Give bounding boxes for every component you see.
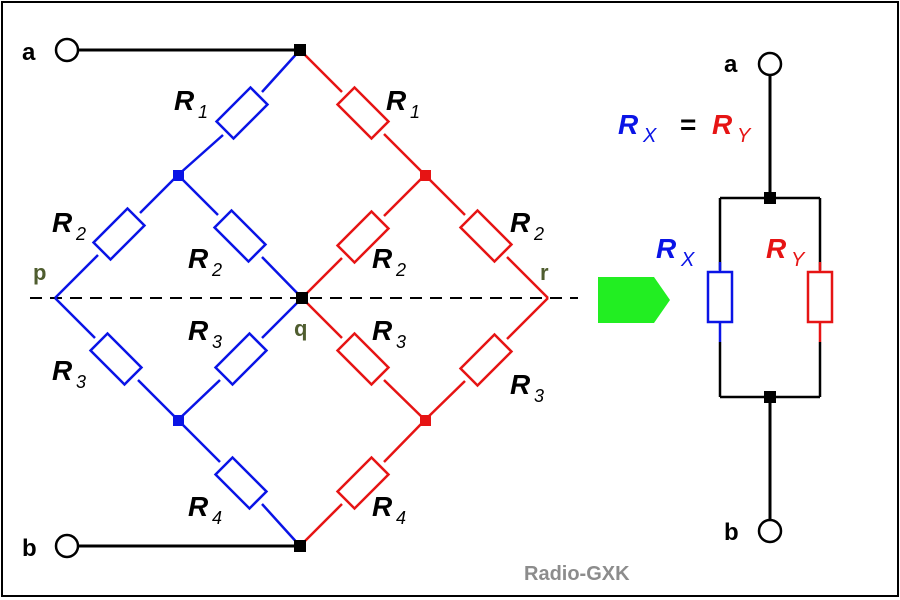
red-resistor-r2-outer	[458, 208, 514, 264]
equation-rhs-sub: Y	[737, 125, 752, 147]
node-p-label: p	[33, 260, 46, 285]
rx-resistor	[706, 270, 734, 324]
svg-text:R: R	[510, 207, 531, 238]
svg-text:R: R	[174, 85, 195, 116]
rx-label-sub: X	[680, 249, 695, 271]
svg-text:R: R	[372, 491, 393, 522]
terminal-a-lead	[54, 37, 300, 63]
equation-lhs: R	[618, 109, 639, 140]
svg-text:R: R	[510, 369, 531, 400]
junction-top	[294, 44, 306, 56]
blue-network	[54, 49, 303, 547]
green-arrow-icon	[598, 277, 670, 323]
junction-blue-lower	[173, 415, 184, 426]
svg-text:2: 2	[395, 260, 406, 280]
terminal-b-right-label: b	[724, 519, 739, 546]
terminal-b-circle	[54, 533, 80, 559]
red-resistor-r3-outer	[458, 332, 514, 388]
equation: R X = R Y	[618, 109, 752, 147]
ry-label-sub: Y	[791, 249, 806, 271]
svg-text:4: 4	[212, 508, 222, 528]
svg-text:3: 3	[212, 332, 222, 352]
svg-text:2: 2	[75, 224, 86, 244]
terminal-a-right-circle	[757, 51, 783, 77]
svg-text:2: 2	[533, 224, 544, 244]
terminal-a-label: a	[22, 39, 36, 66]
terminal-b-lead	[54, 533, 300, 559]
red-resistor-r3-inner	[335, 331, 391, 387]
equation-rhs: R	[712, 109, 733, 140]
equivalent-circuit: a b R X R Y	[656, 51, 834, 546]
junction-eq-top	[764, 192, 776, 204]
svg-text:R: R	[52, 207, 73, 238]
svg-text:R: R	[372, 243, 393, 274]
blue-resistor-r2-outer	[91, 206, 147, 262]
node-q-label: q	[294, 316, 307, 341]
svg-text:2: 2	[211, 260, 222, 280]
blue-resistor-r4	[213, 455, 269, 511]
svg-text:4: 4	[396, 508, 406, 528]
blue-resistor-r2-inner	[212, 208, 268, 264]
terminal-b-label: b	[22, 535, 37, 562]
svg-text:R: R	[188, 315, 209, 346]
svg-text:R: R	[188, 491, 209, 522]
svg-text:3: 3	[534, 386, 544, 406]
credit-text: Radio-GXK	[524, 563, 630, 585]
junction-eq-bottom	[764, 391, 776, 403]
blue-resistor-r3-outer	[88, 331, 144, 387]
svg-text:R: R	[188, 243, 209, 274]
junction-blue-upper	[173, 170, 184, 181]
svg-text:3: 3	[396, 332, 406, 352]
terminal-b-right-circle	[757, 518, 783, 544]
ry-label: R	[766, 233, 787, 264]
red-resistor-r2-inner	[335, 209, 391, 265]
junction-red-lower	[420, 415, 431, 426]
svg-text:1: 1	[410, 102, 420, 122]
svg-text:3: 3	[76, 372, 86, 392]
terminal-a-right-label: a	[724, 51, 738, 78]
red-network	[299, 49, 549, 547]
red-resistor-r4	[335, 455, 391, 511]
node-r-label: r	[540, 260, 549, 285]
terminal-a-circle	[54, 37, 80, 63]
equation-sign: =	[680, 109, 696, 140]
equation-lhs-sub: X	[642, 125, 657, 147]
rx-label: R	[656, 233, 677, 264]
ry-resistor	[806, 270, 834, 324]
svg-text:R: R	[52, 355, 73, 386]
junction-red-upper	[420, 170, 431, 181]
blue-resistor-r1	[214, 85, 270, 141]
svg-text:1: 1	[198, 102, 208, 122]
junction-q	[296, 292, 308, 304]
svg-text:R: R	[372, 315, 393, 346]
svg-text:R: R	[386, 85, 407, 116]
blue-resistor-r3-inner	[213, 331, 269, 387]
red-resistor-r1	[335, 85, 391, 141]
junction-bottom	[294, 540, 306, 552]
